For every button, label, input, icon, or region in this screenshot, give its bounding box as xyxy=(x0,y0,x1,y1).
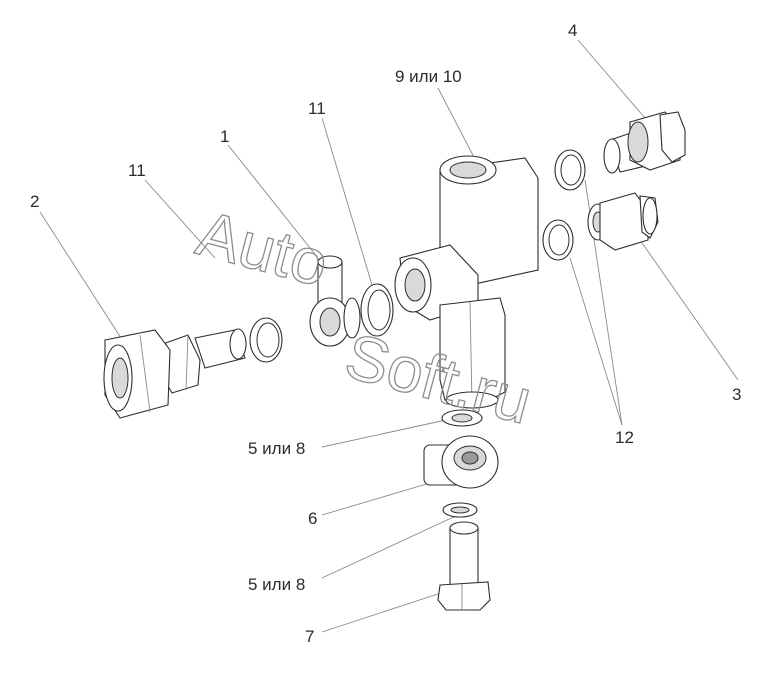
part-5-washer-upper xyxy=(441,409,483,427)
part-11-washer-left xyxy=(249,317,283,363)
part-7-bolt xyxy=(437,521,491,611)
leader-9 xyxy=(437,87,479,166)
leader-lines xyxy=(39,39,739,633)
leader-11-mid xyxy=(321,117,373,286)
leader-5a xyxy=(321,417,456,448)
leader-6 xyxy=(321,479,441,516)
label-9: 9 или 10 xyxy=(395,67,462,86)
part-11-washer-mid xyxy=(360,283,394,337)
label-4: 4 xyxy=(568,21,577,40)
leader-4 xyxy=(577,39,646,119)
part-6-banjo-eye xyxy=(423,435,499,489)
label-11-left: 11 xyxy=(128,161,146,180)
leader-5b xyxy=(321,514,459,579)
leader-2 xyxy=(39,211,131,353)
label-12: 12 xyxy=(615,428,634,447)
part-2-nut-fitting xyxy=(103,328,247,419)
leader-11-left xyxy=(144,179,216,259)
label-6: 6 xyxy=(308,509,317,528)
label-11-mid: 11 xyxy=(308,99,326,118)
leader-7 xyxy=(321,589,451,633)
label-7: 7 xyxy=(305,627,314,646)
watermark-line-2: Soft.ru xyxy=(338,319,539,437)
leader-1 xyxy=(227,144,319,259)
label-5-upper: 5 или 8 xyxy=(248,439,305,458)
label-5-lower: 5 или 8 xyxy=(248,575,305,594)
leader-3 xyxy=(639,239,739,381)
part-12-washers xyxy=(542,149,586,261)
leader-12-a xyxy=(569,257,623,426)
label-1: 1 xyxy=(220,127,229,146)
label-3: 3 xyxy=(732,385,741,404)
callout-labels: 1 2 3 4 5 или 8 6 5 или 8 7 9 или 10 11 … xyxy=(30,21,741,646)
part-5-washer-lower xyxy=(442,502,478,518)
label-2: 2 xyxy=(30,192,39,211)
part-3-fitting xyxy=(587,192,659,251)
part-4-fitting xyxy=(603,111,686,174)
watermark-line-1: Auto xyxy=(190,197,336,301)
part-9-tee-body xyxy=(394,155,539,409)
part-1-banjo xyxy=(309,255,361,347)
